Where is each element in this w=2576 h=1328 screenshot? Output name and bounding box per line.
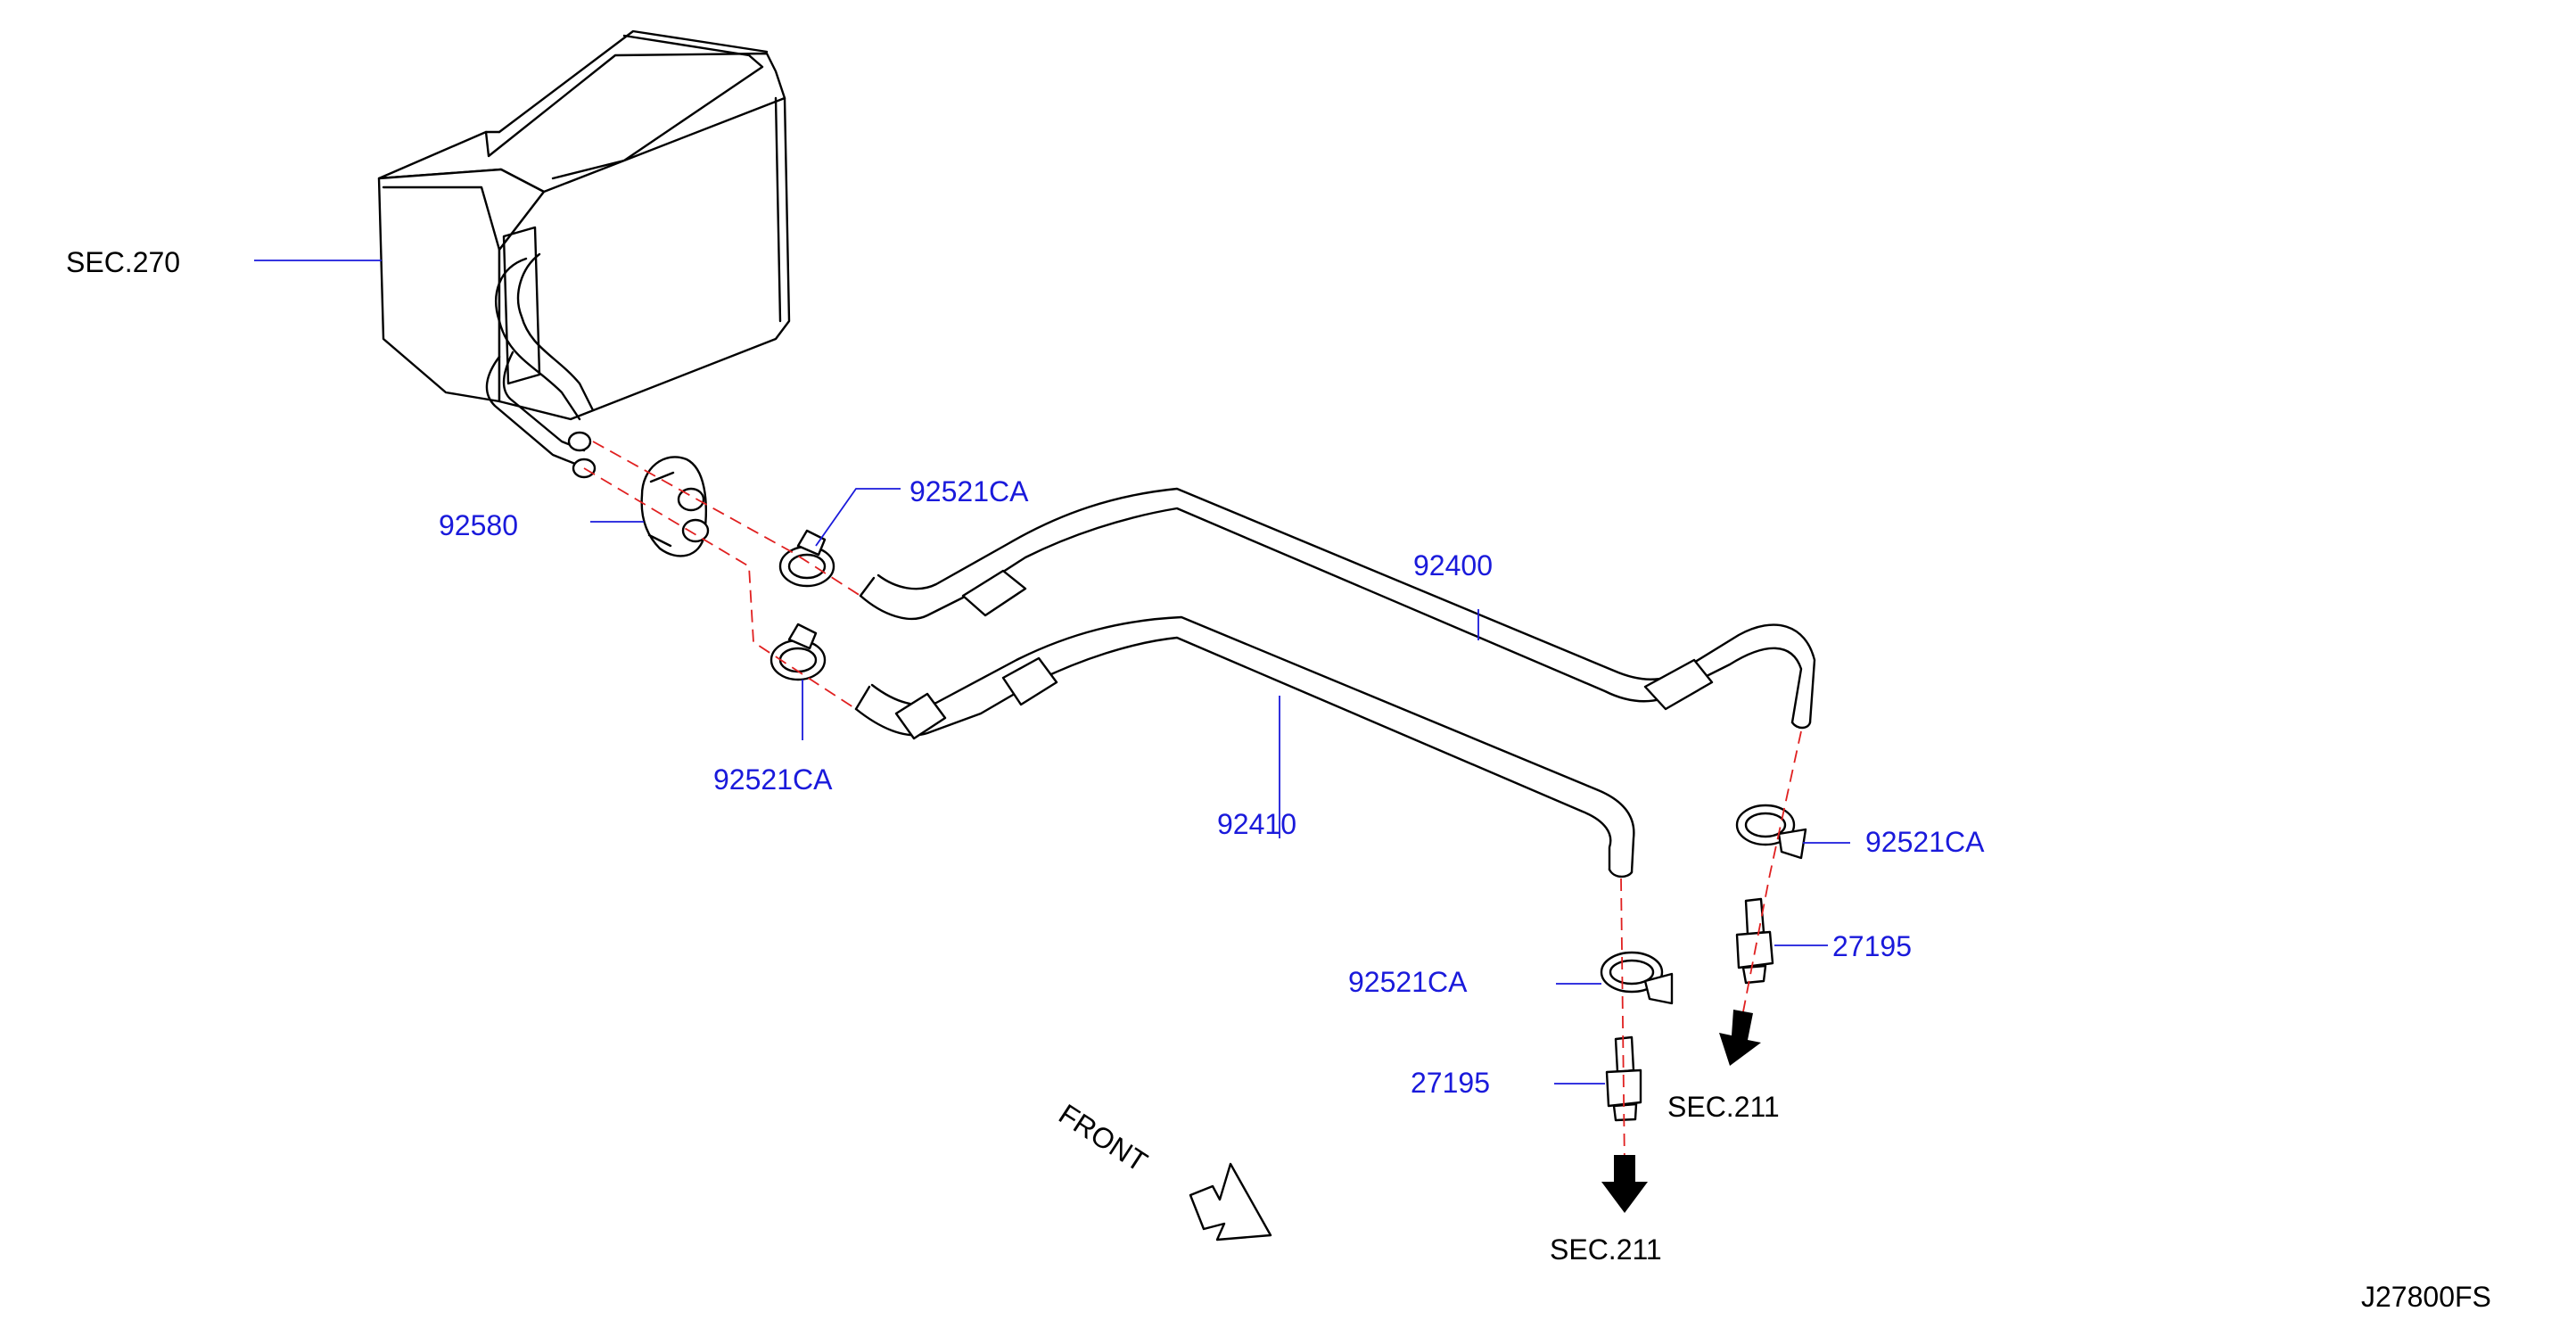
front-arrow-icon	[1189, 1162, 1272, 1241]
section-label-270[interactable]: SEC.270	[66, 246, 180, 278]
diagram-code: J27800FS	[2361, 1281, 2491, 1313]
clamp-drawing-right	[1735, 804, 1807, 860]
sec211-arrow-center	[1601, 1155, 1648, 1213]
part-label-92400[interactable]: 92400	[1413, 549, 1493, 582]
part-label-92580[interactable]: 92580	[439, 509, 518, 541]
hose-92410-drawing	[854, 615, 1635, 878]
sec211-arrow-right	[1719, 1010, 1761, 1066]
section-label-211-center[interactable]: SEC.211	[1550, 1233, 1662, 1266]
clamp-drawing-center	[1600, 951, 1674, 1005]
clamp-drawing-top	[778, 529, 835, 588]
hose-92400-drawing	[859, 487, 1816, 730]
part-label-92410[interactable]: 92410	[1217, 808, 1296, 840]
grommet-drawing	[640, 456, 710, 557]
part-label-92521ca-right[interactable]: 92521CA	[1865, 826, 1985, 858]
part-label-27195-right[interactable]: 27195	[1832, 930, 1912, 962]
leader-lines	[254, 260, 1850, 1085]
heater-unit-drawing	[377, 29, 791, 479]
centerlines	[583, 441, 1802, 1169]
part-label-92521ca-center[interactable]: 92521CA	[1348, 966, 1468, 998]
connector-drawing-right	[1735, 897, 1774, 985]
part-label-92521ca-left[interactable]: 92521CA	[713, 763, 833, 796]
front-label: FRONT	[1053, 1098, 1153, 1178]
connector-drawing-center	[1605, 1035, 1642, 1122]
part-label-92521ca-top[interactable]: 92521CA	[909, 475, 1029, 507]
section-label-211-right[interactable]: SEC.211	[1667, 1091, 1780, 1123]
part-label-27195-center[interactable]: 27195	[1411, 1067, 1490, 1099]
